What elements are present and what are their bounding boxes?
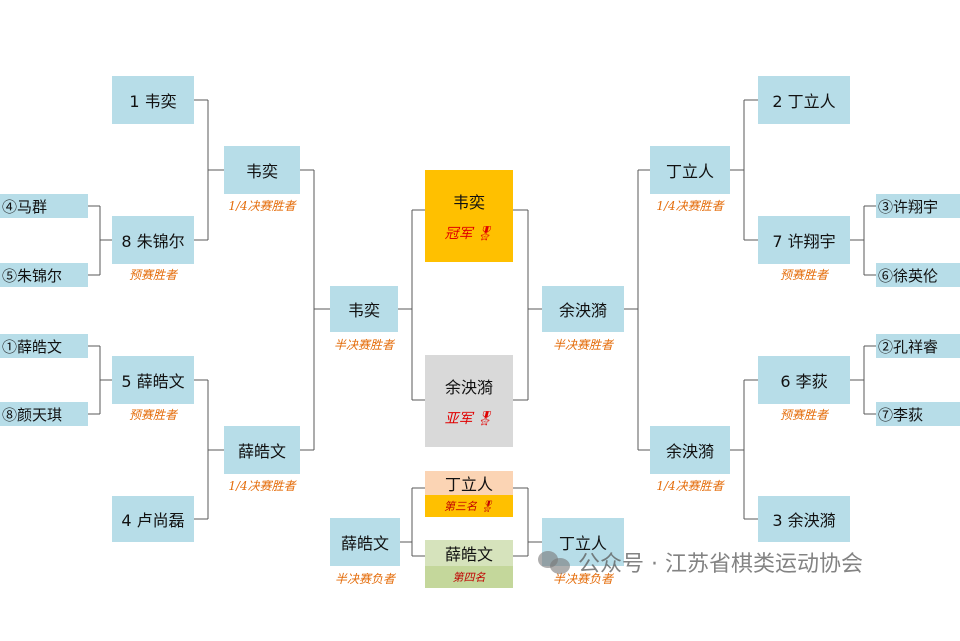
- third-place-box: 丁立人: [425, 471, 513, 495]
- left-qf-box: 韦奕: [224, 146, 300, 194]
- right-sf-loser-caption: 半决赛负者: [552, 572, 614, 586]
- fourth-place-box: 薛皓文: [425, 540, 513, 566]
- left-qf-caption: 1/4决赛胜者: [228, 479, 296, 493]
- right-qf-box: 丁立人: [650, 146, 730, 194]
- champion-title: 冠军🎖: [444, 226, 494, 242]
- third-place-strip: 第三名🎖: [425, 495, 513, 517]
- left-r2-caption: 预赛胜者: [128, 268, 178, 282]
- runner-up-title: 亚军🎖: [444, 411, 494, 427]
- runner-up-box: 余泱漪 亚军🎖: [425, 355, 513, 447]
- left-r1-box: ④马群: [0, 194, 88, 218]
- right-r2-caption: 预赛胜者: [779, 268, 829, 282]
- right-qf-box: 余泱漪: [650, 426, 730, 474]
- left-r1-box: ⑧颜天琪: [0, 402, 88, 426]
- left-sf-box: 韦奕: [330, 286, 398, 332]
- left-r2-caption: 预赛胜者: [128, 408, 178, 422]
- fourth-place-strip: 第四名: [425, 566, 513, 588]
- watermark-text: 公众号 · 江苏省棋类运动协会: [578, 552, 863, 577]
- right-sf-box: 余泱漪: [542, 286, 624, 332]
- right-seed-box: 2 丁立人: [758, 76, 850, 124]
- right-qf-caption: 1/4决赛胜者: [656, 199, 724, 213]
- runner-up-name: 余泱漪: [444, 378, 493, 397]
- left-seed-box: 4 卢尚磊: [112, 496, 194, 542]
- right-seed-box: 6 李荻: [758, 356, 850, 404]
- right-r1-box: ⑥徐英伦: [876, 263, 960, 287]
- champion-name: 韦奕: [452, 193, 485, 212]
- left-r1-box: ①薛皓文: [0, 334, 88, 358]
- right-r2-caption: 预赛胜者: [779, 408, 829, 422]
- left-r1-box: ⑤朱锦尔: [0, 263, 88, 287]
- left-qf-box: 薛皓文: [224, 426, 300, 474]
- left-sf-loser-box: 薛皓文: [330, 518, 400, 566]
- left-seed-box: 5 薛皓文: [112, 356, 194, 404]
- left-seed-box: 1 韦奕: [112, 76, 194, 124]
- left-seed-box: 8 朱锦尔: [112, 216, 194, 264]
- right-qf-caption: 1/4决赛胜者: [656, 479, 724, 493]
- right-seed-box: 7 许翔宇: [758, 216, 850, 264]
- watermark: 公众号 · 江苏省棋类运动协会: [538, 546, 863, 578]
- gold-medal-icon: 🎖: [475, 226, 494, 242]
- right-r1-box: ⑦李荻: [876, 402, 960, 426]
- left-sf-loser-caption: 半决赛负者: [334, 572, 396, 586]
- left-sf-caption: 半决赛胜者: [333, 338, 395, 352]
- left-qf-caption: 1/4决赛胜者: [228, 199, 296, 213]
- right-r1-box: ③许翔宇: [876, 194, 960, 218]
- right-r1-box: ②孔祥睿: [876, 334, 960, 358]
- champion-box: 韦奕 冠军🎖: [425, 170, 513, 262]
- right-seed-box: 3 余泱漪: [758, 496, 850, 542]
- wechat-icon: [538, 549, 572, 575]
- right-sf-caption: 半决赛胜者: [552, 338, 614, 352]
- silver-medal-icon: 🎖: [475, 411, 494, 427]
- bronze-medal-icon: 🎖: [480, 499, 494, 513]
